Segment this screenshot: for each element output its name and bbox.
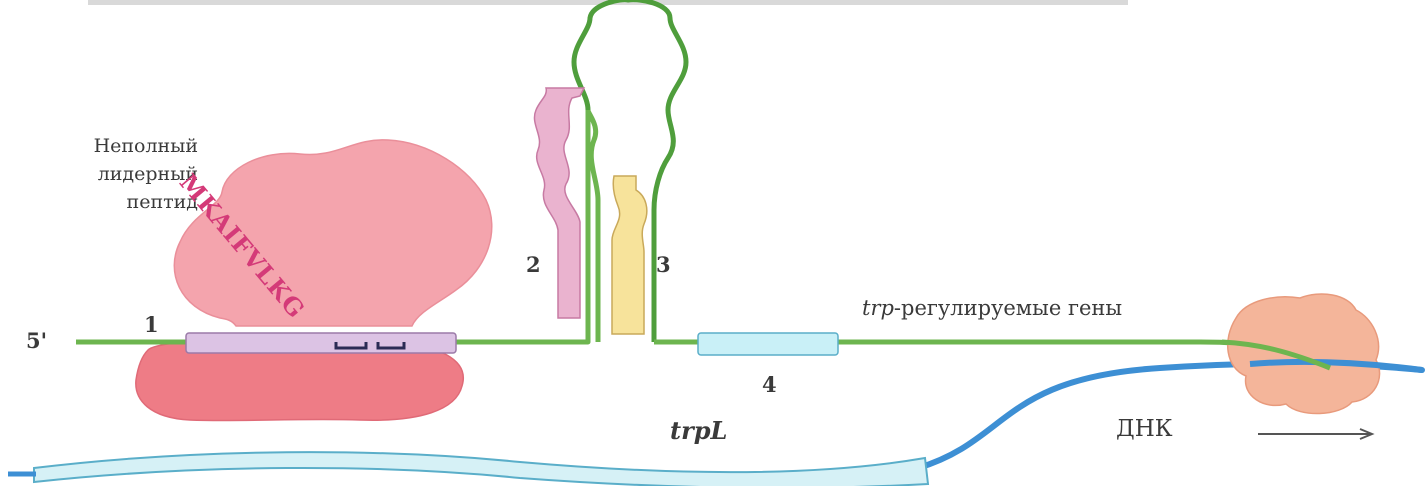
region-4-block bbox=[698, 333, 838, 355]
incomplete-peptide-line3: пептид bbox=[30, 188, 198, 216]
dna-label: ДНК bbox=[1116, 416, 1173, 442]
region-3-label: 3 bbox=[656, 252, 671, 277]
rna-polymerase bbox=[1228, 294, 1380, 414]
region-2-label: 2 bbox=[526, 252, 541, 277]
incomplete-peptide-line1: Неполный bbox=[30, 132, 198, 160]
incomplete-peptide-line2: лидерный bbox=[30, 160, 198, 188]
incomplete-peptide-label: Неполный лидерный пептид bbox=[30, 132, 198, 216]
region-2-strip bbox=[534, 88, 584, 318]
regulated-genes-text: -регулируемые гены bbox=[894, 296, 1122, 320]
trpl-label: trpL bbox=[670, 416, 727, 445]
regulated-genes-label: trp-регулируемые гены bbox=[862, 296, 1122, 320]
region-4-label: 4 bbox=[762, 372, 777, 397]
trpl-text: trpL bbox=[670, 416, 727, 445]
region-1-block bbox=[186, 333, 456, 353]
region-3-strip bbox=[612, 176, 647, 334]
region-1-label: 1 bbox=[144, 312, 159, 337]
trpl-dna-strip bbox=[34, 452, 928, 486]
five-prime-label: 5' bbox=[26, 328, 47, 353]
trp-italic-text: trp bbox=[862, 296, 894, 320]
